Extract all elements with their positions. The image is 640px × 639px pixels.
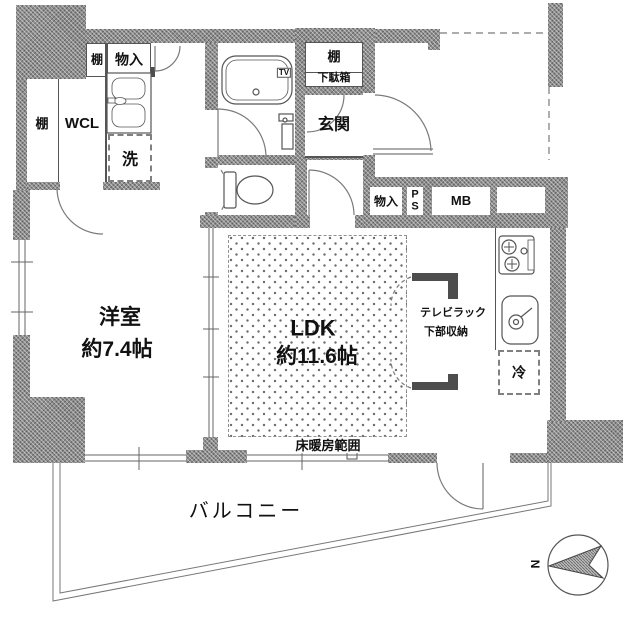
- wall-left-lower: [13, 335, 30, 399]
- wall-washroom-left: [105, 43, 107, 182]
- stove-burner-3: [520, 247, 528, 255]
- label-floor-heating: 床暖房範囲: [293, 438, 363, 454]
- bath-faucet: [282, 117, 288, 123]
- wall-corridor-bottom: [103, 182, 160, 190]
- tv-rack-wall-right-top: [448, 273, 458, 299]
- wall-right: [550, 222, 566, 422]
- label-pipe-space: PS: [411, 188, 419, 212]
- label-entrance: 玄関: [317, 116, 351, 134]
- label-washer: 洗: [121, 151, 139, 169]
- front-door-arc: [374, 94, 432, 152]
- vanity-top: [111, 77, 146, 100]
- toilet-bowl: [236, 175, 274, 205]
- entrance-step-line: [305, 156, 363, 158]
- hall-door-arc: [308, 169, 355, 216]
- wall-block-bottom-left: [13, 397, 85, 463]
- bath-counter: [281, 123, 294, 150]
- label-storage-top: 物入: [115, 51, 143, 68]
- utility-compartment: [497, 187, 545, 213]
- compass-circle: [547, 534, 609, 596]
- refrigerator-space: [498, 350, 540, 395]
- label-ldk: LDK: [290, 315, 336, 341]
- washer-space: [108, 134, 152, 182]
- bathroom-door-opening: [205, 110, 218, 157]
- storage-hall-compartment: [370, 187, 402, 215]
- label-tv-rack-2: 下部収納: [424, 326, 468, 339]
- wcl-door-arc: [56, 187, 104, 235]
- wall-partition-stub: [203, 437, 218, 463]
- toilet-tank: [223, 171, 237, 209]
- pipe-space-compartment: [407, 187, 423, 215]
- label-bath-tv: TV: [276, 67, 292, 79]
- bath-door-arc: [217, 108, 267, 158]
- compass: [547, 534, 609, 596]
- label-wcl: WCL: [64, 115, 100, 133]
- vanity-bowl: [113, 97, 127, 105]
- tv-rack-dashed-arc-top: [390, 276, 412, 307]
- label-shelf-top: 棚: [90, 52, 104, 67]
- tv-rack-dashed-arc-bottom: [390, 358, 412, 389]
- sink-tap: [520, 307, 533, 318]
- label-shoe-cabinet: 下駄箱: [317, 72, 351, 85]
- hall-ldk-door-opening: [310, 215, 355, 228]
- toilet-door-opening: [205, 168, 218, 212]
- shoe-cabinet-box: [305, 72, 363, 87]
- wall-bottom-ldk-b: [510, 453, 547, 463]
- wall-stub-top: [428, 43, 440, 50]
- compass-north-arrow: [547, 544, 605, 579]
- balcony-door-arc: [436, 462, 484, 510]
- label-compass-north: N: [528, 559, 543, 569]
- bathtub-drain: [252, 88, 260, 96]
- label-shelf-entrance: 棚: [327, 49, 341, 65]
- vanity-bottom: [111, 103, 146, 128]
- tv-rack-wall-bottom: [412, 382, 458, 390]
- bathtub-inner: [225, 59, 289, 101]
- sink-faucet: [512, 318, 520, 326]
- label-western-room: 洋室: [99, 305, 141, 329]
- label-ldk-size: 約11.6帖: [276, 344, 358, 368]
- wall-block-bottom-right: [547, 420, 623, 463]
- label-balcony: バルコニー: [188, 500, 304, 523]
- label-storage-hall: 物入: [373, 194, 399, 209]
- wall-wcl-bottom: [27, 182, 60, 190]
- label-western-room-size: 約7.4帖: [81, 337, 153, 361]
- wall-left-upper: [16, 79, 27, 190]
- label-shelf-wcl: 棚: [35, 116, 49, 132]
- wall-bottom-ldk-a: [388, 453, 437, 463]
- kitchen-counter-edge: [495, 228, 496, 350]
- entrance-inner-door-arc: [306, 94, 345, 133]
- label-meter-box: MB: [450, 193, 472, 209]
- wall-block-top-left: [16, 5, 86, 79]
- entrance-floor: [305, 95, 363, 158]
- front-door-opening: [363, 93, 375, 155]
- label-refrigerator: 冷: [512, 364, 526, 381]
- wcl-shelf-divider: [58, 79, 59, 182]
- balcony-outline: [52, 463, 552, 602]
- meter-box-compartment: [432, 187, 490, 215]
- stove-grill: [527, 239, 535, 271]
- wall-porch-right: [548, 3, 563, 87]
- tv-rack-wall-top: [412, 273, 458, 281]
- label-tv-rack-1: テレビラック: [420, 307, 486, 320]
- storage-door-arc: [154, 45, 181, 72]
- floor-heating-area: [228, 235, 407, 437]
- storage-top-box: [107, 43, 151, 77]
- vanity-handle: [107, 97, 116, 104]
- wall-left-mid: [13, 190, 30, 240]
